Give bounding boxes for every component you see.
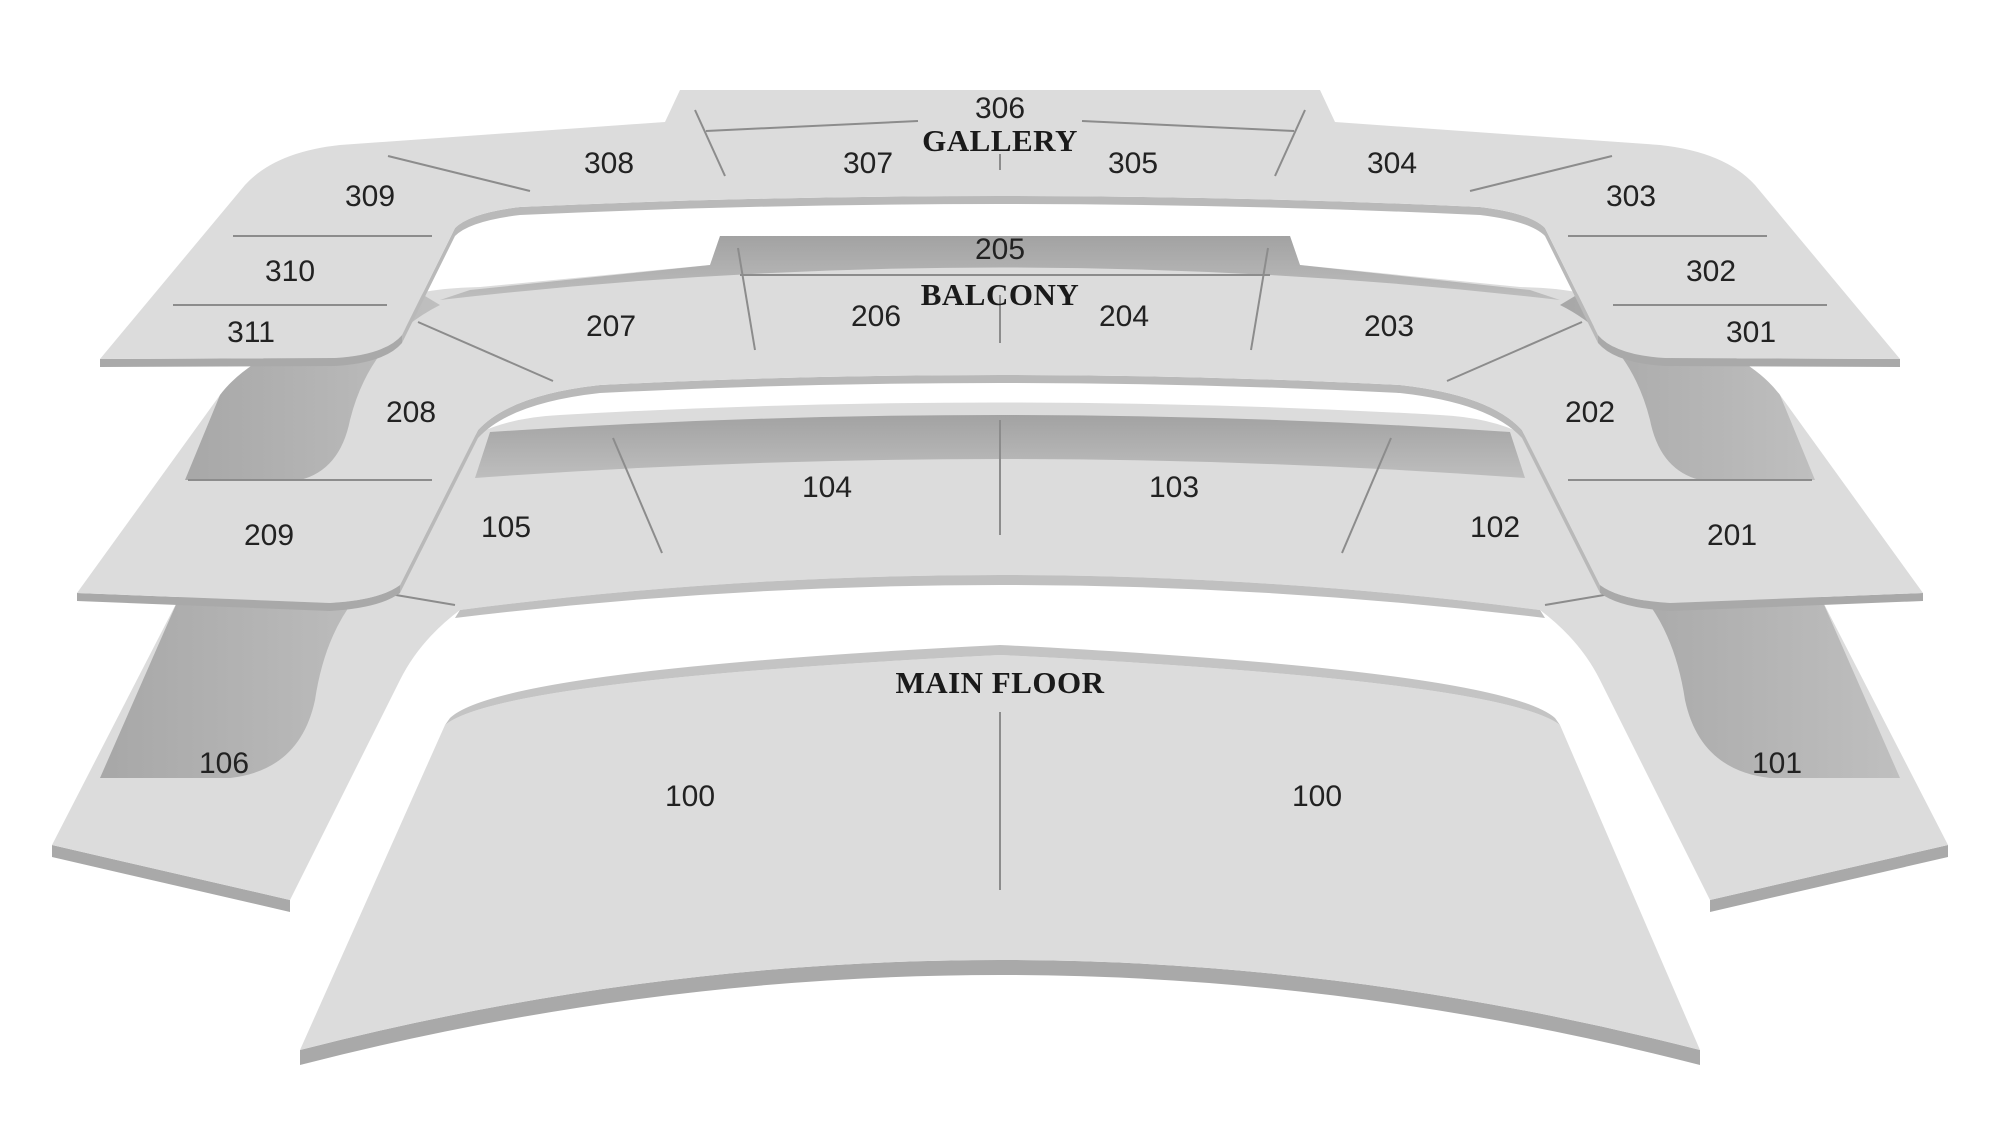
balcony-title: BALCONY xyxy=(921,277,1080,312)
section-205[interactable]: 205 xyxy=(975,233,1025,266)
section-204[interactable]: 204 xyxy=(1099,300,1149,333)
balcony-back-shadow xyxy=(440,236,1560,300)
lower-inner-edge xyxy=(455,575,1545,618)
section-309[interactable]: 309 xyxy=(345,180,395,213)
section-105[interactable]: 105 xyxy=(481,511,531,544)
divider-306-307-305 xyxy=(705,120,919,132)
balcony-left-wing-edge xyxy=(77,585,400,611)
section-201[interactable]: 201 xyxy=(1707,519,1757,552)
section-304[interactable]: 304 xyxy=(1367,147,1417,180)
divider-101-102 xyxy=(1544,593,1611,606)
main-floor-edge xyxy=(300,960,1700,1065)
section-labels: 306 GALLERY 307 305 308 304 309 303 310 … xyxy=(199,92,1802,813)
balcony-right-wing-edge xyxy=(1600,585,1923,611)
divider-307-308 xyxy=(694,109,726,177)
divider-203-204 xyxy=(1250,247,1269,351)
section-307[interactable]: 307 xyxy=(843,147,893,180)
section-303[interactable]: 303 xyxy=(1606,180,1656,213)
divider-304-305 xyxy=(1274,109,1306,177)
section-308[interactable]: 308 xyxy=(584,147,634,180)
section-311[interactable]: 311 xyxy=(227,316,275,349)
section-102[interactable]: 102 xyxy=(1470,511,1520,544)
divider-308-309 xyxy=(387,155,531,192)
lower-left-wing-edge xyxy=(52,845,290,912)
main-floor-title: MAIN FLOOR xyxy=(895,665,1104,700)
lower-ring-surface[interactable] xyxy=(52,402,1948,901)
divider-105-106 xyxy=(389,593,456,606)
lower-right-wing-edge xyxy=(1710,845,1948,912)
balcony-surface[interactable] xyxy=(77,236,1923,603)
gallery-inner-edge xyxy=(402,196,1598,343)
divider-202-203 xyxy=(1446,321,1583,382)
section-104[interactable]: 104 xyxy=(802,471,852,504)
gallery-right-wing-edge xyxy=(1598,335,1900,367)
section-208[interactable]: 208 xyxy=(386,396,436,429)
main-floor-back-edge xyxy=(445,645,1560,725)
section-310[interactable]: 310 xyxy=(265,255,315,288)
section-207[interactable]: 207 xyxy=(586,310,636,343)
divider-207-208 xyxy=(417,321,554,382)
section-100-left[interactable]: 100 xyxy=(665,780,715,813)
divider-102-103 xyxy=(1341,437,1392,554)
divider-303-304 xyxy=(1469,155,1613,192)
section-305[interactable]: 305 xyxy=(1108,147,1158,180)
gallery-level xyxy=(100,90,1900,367)
section-106[interactable]: 106 xyxy=(199,747,249,780)
main-floor-level xyxy=(300,645,1700,1065)
gallery-left-wing-edge xyxy=(100,335,402,367)
section-101[interactable]: 101 xyxy=(1752,747,1802,780)
section-302[interactable]: 302 xyxy=(1686,255,1736,288)
section-103[interactable]: 103 xyxy=(1149,471,1199,504)
gallery-surface[interactable] xyxy=(100,90,1900,359)
section-206[interactable]: 206 xyxy=(851,300,901,333)
section-209[interactable]: 209 xyxy=(244,519,294,552)
section-100-right[interactable]: 100 xyxy=(1292,780,1342,813)
gallery-title: GALLERY xyxy=(922,123,1078,158)
section-202[interactable]: 202 xyxy=(1565,396,1615,429)
divider-206-207 xyxy=(737,247,756,351)
divider-104-105 xyxy=(612,437,663,554)
section-301[interactable]: 301 xyxy=(1726,316,1776,349)
divider-306-305 xyxy=(1081,120,1295,132)
section-203[interactable]: 203 xyxy=(1364,310,1414,343)
section-306[interactable]: 306 xyxy=(975,92,1025,125)
